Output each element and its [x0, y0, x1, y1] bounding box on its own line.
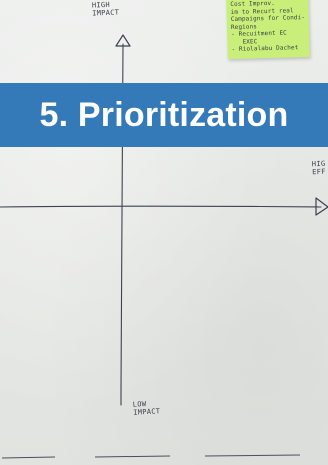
high-impact-label: HIGH IMPACT — [91, 0, 120, 18]
bottom-stroke-middle — [94, 455, 171, 458]
page-title: 5. Prioritization — [39, 95, 289, 134]
sticky-note-text: Cost Improv. im to Recurt real Campaigns… — [230, 0, 306, 53]
bottom-stroke-right — [204, 454, 301, 457]
up-arrow-icon — [115, 34, 131, 47]
low-impact-label: LOW IMPACT — [132, 400, 161, 417]
horizontal-axis-line — [0, 205, 322, 208]
sticky-note: Cost Improv. im to Recurt real Campaigns… — [226, 0, 310, 60]
right-arrow-icon — [315, 197, 328, 216]
title-banner: 5. Prioritization — [0, 83, 328, 147]
high-effort-label: HIG EFF — [311, 159, 326, 177]
bottom-stroke-left — [1, 456, 56, 459]
